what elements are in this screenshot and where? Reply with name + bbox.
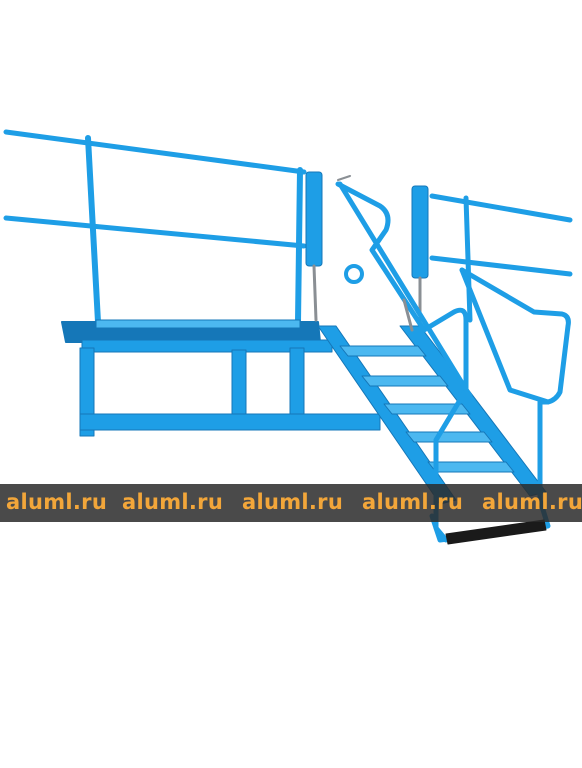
watermark-band: aluml.ru aluml.ru aluml.ru aluml.ru alum… [0,484,582,522]
right-top-handrail [429,193,573,223]
watermark-text: aluml.ru [362,490,464,514]
fold-down-step-tread [445,519,547,545]
stair-handrail-ring [344,264,364,284]
stair-tread-2 [361,375,449,387]
frame-lower-right-leg [289,347,305,425]
stair-inner-handrail [335,181,469,543]
left-top-handrail [3,129,307,175]
platform-grating [95,319,301,329]
hydraulic-cylinder-left [305,171,323,267]
watermark-text: aluml.ru [482,490,582,514]
left-post-back [295,167,303,325]
frame-bottom-beam [79,413,381,431]
watermark-text: aluml.ru [122,490,224,514]
right-post [463,195,473,323]
left-post-front [85,135,101,325]
stair-tread-5 [427,461,515,473]
watermark-text: aluml.ru [6,490,108,514]
stair-tread-1 [339,345,427,357]
stair-tread-3 [383,403,471,415]
left-mid-handrail [3,215,307,249]
watermark-text: aluml.ru [242,490,344,514]
hydraulic-cylinder-right [411,185,429,279]
right-mid-handrail [429,255,573,277]
frame-lower-mid-leg [231,349,247,423]
stair-tread-4 [405,431,493,443]
